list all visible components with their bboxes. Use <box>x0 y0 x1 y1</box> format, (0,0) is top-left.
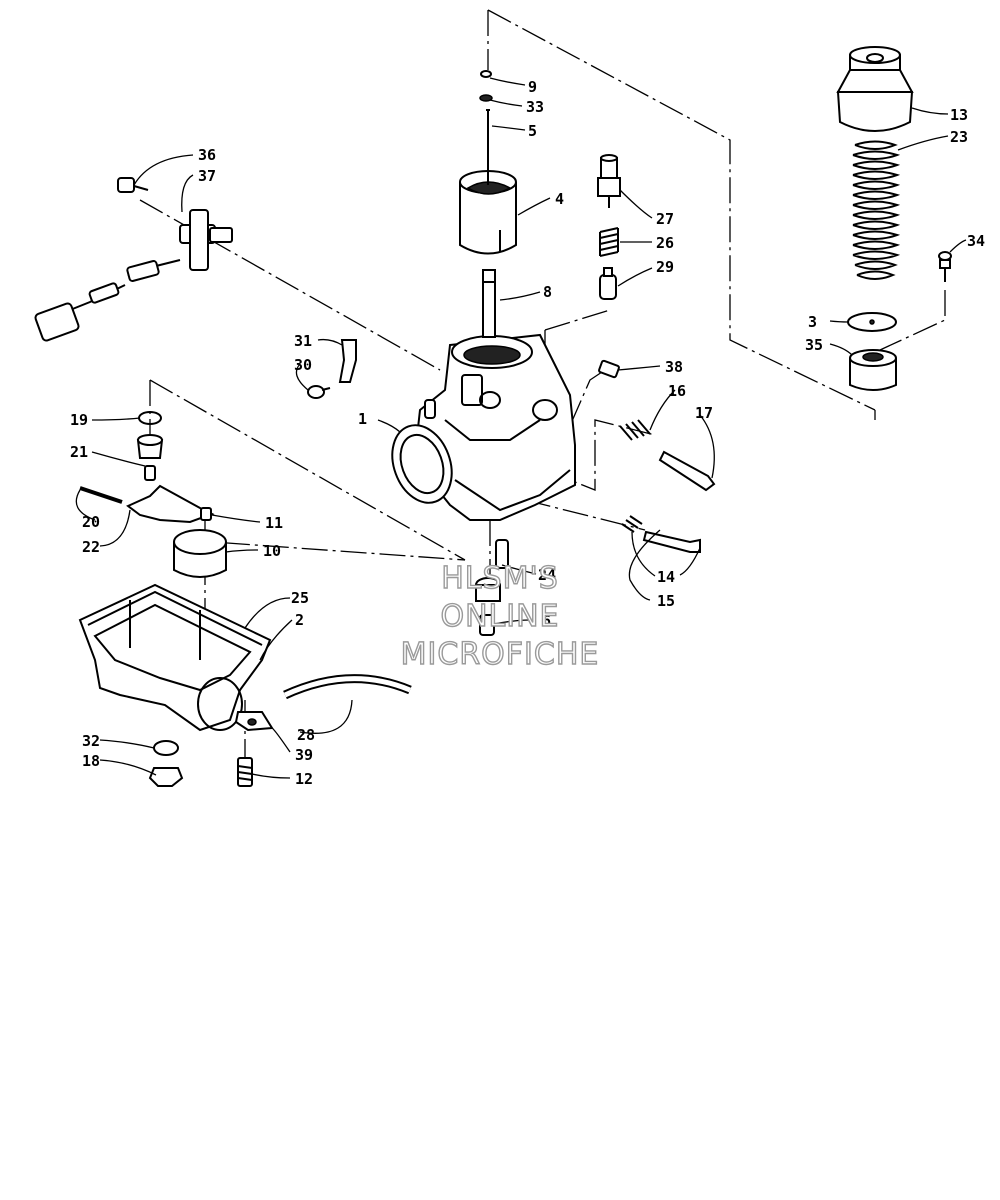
callout-28: 28 <box>297 726 315 744</box>
pilot-screw-spring <box>619 419 651 441</box>
callout-27: 27 <box>656 210 674 228</box>
callout-3: 3 <box>808 313 817 331</box>
callout-19: 19 <box>70 411 88 429</box>
needle-holder <box>849 349 897 391</box>
callout-5: 5 <box>528 122 537 140</box>
callout-36: 36 <box>198 146 216 164</box>
starter-plunger <box>599 267 617 300</box>
float-pin <box>79 486 123 504</box>
bowl-screw <box>237 757 253 787</box>
callout-31: 31 <box>294 332 312 350</box>
callout-9: 9 <box>528 78 537 96</box>
starter-plunger-spring <box>599 227 619 257</box>
main-jet <box>479 614 495 636</box>
pilot-plug <box>598 359 620 379</box>
watermark-line-2: ONLINE <box>440 599 559 634</box>
needle-jet <box>482 269 496 338</box>
float <box>173 529 227 578</box>
callout-22: 22 <box>82 538 100 556</box>
jet-needle <box>479 70 493 185</box>
callout-33: 33 <box>526 98 544 116</box>
main-jet-holder <box>475 539 509 602</box>
cable-bracket <box>338 339 357 383</box>
idle-screw-spring <box>621 515 643 533</box>
callout-32: 32 <box>82 732 100 750</box>
holder-screw <box>938 251 952 282</box>
callout-labels: 9 33 5 4 8 13 23 34 3 35 27 26 29 38 16 … <box>70 78 985 788</box>
callout-8: 8 <box>543 283 552 301</box>
callout-26: 26 <box>656 234 674 252</box>
callout-24: 24 <box>538 566 556 584</box>
watermark-line-3: MICROFICHE <box>401 637 600 672</box>
carburetor-body <box>391 333 576 521</box>
watermark: HLSM'S ONLINE MICROFICHE <box>400 560 600 672</box>
callout-13: 13 <box>950 106 968 124</box>
idle-screw <box>642 530 701 553</box>
callout-23: 23 <box>950 128 968 146</box>
sensor-screw <box>117 177 149 193</box>
callout-37: 37 <box>198 167 216 185</box>
callout-1: 1 <box>358 410 367 428</box>
callout-25: 25 <box>291 589 309 607</box>
callout-18: 18 <box>82 752 100 770</box>
spring-seat-plate <box>847 312 897 332</box>
throttle-sensor <box>34 209 233 342</box>
callout-14: 14 <box>657 568 675 586</box>
callout-10: 10 <box>263 542 281 560</box>
float-arm <box>126 484 215 524</box>
callout-38: 38 <box>665 358 683 376</box>
pilot-screw <box>658 450 716 492</box>
float-needle <box>200 507 212 521</box>
needle-valve-seat <box>136 434 164 481</box>
callout-35: 35 <box>805 336 823 354</box>
callout-17: 17 <box>695 404 713 422</box>
callout-11: 11 <box>265 514 283 532</box>
hose-clip-plate <box>234 711 274 732</box>
callout-6: 6 <box>542 612 551 630</box>
callout-21: 21 <box>70 443 88 461</box>
callout-2: 2 <box>295 611 304 629</box>
float-bowl <box>78 583 272 732</box>
drain-plug <box>148 767 184 787</box>
leader-lines <box>75 77 967 779</box>
watermark-line-1: HLSM'S <box>441 561 559 596</box>
slide-spring <box>852 140 901 280</box>
drain-o-ring <box>153 740 179 756</box>
callout-39: 39 <box>295 746 313 764</box>
callout-29: 29 <box>656 258 674 276</box>
callout-12: 12 <box>295 770 313 788</box>
vent-hose <box>283 674 412 700</box>
callout-16: 16 <box>668 382 686 400</box>
callout-15: 15 <box>657 592 675 610</box>
callout-20: 20 <box>82 513 100 531</box>
starter-plunger-nut <box>597 154 621 208</box>
callout-30: 30 <box>294 356 312 374</box>
callout-4: 4 <box>555 190 564 208</box>
top-cap <box>836 46 914 132</box>
callout-34: 34 <box>967 232 985 250</box>
bracket-screw <box>307 385 331 399</box>
